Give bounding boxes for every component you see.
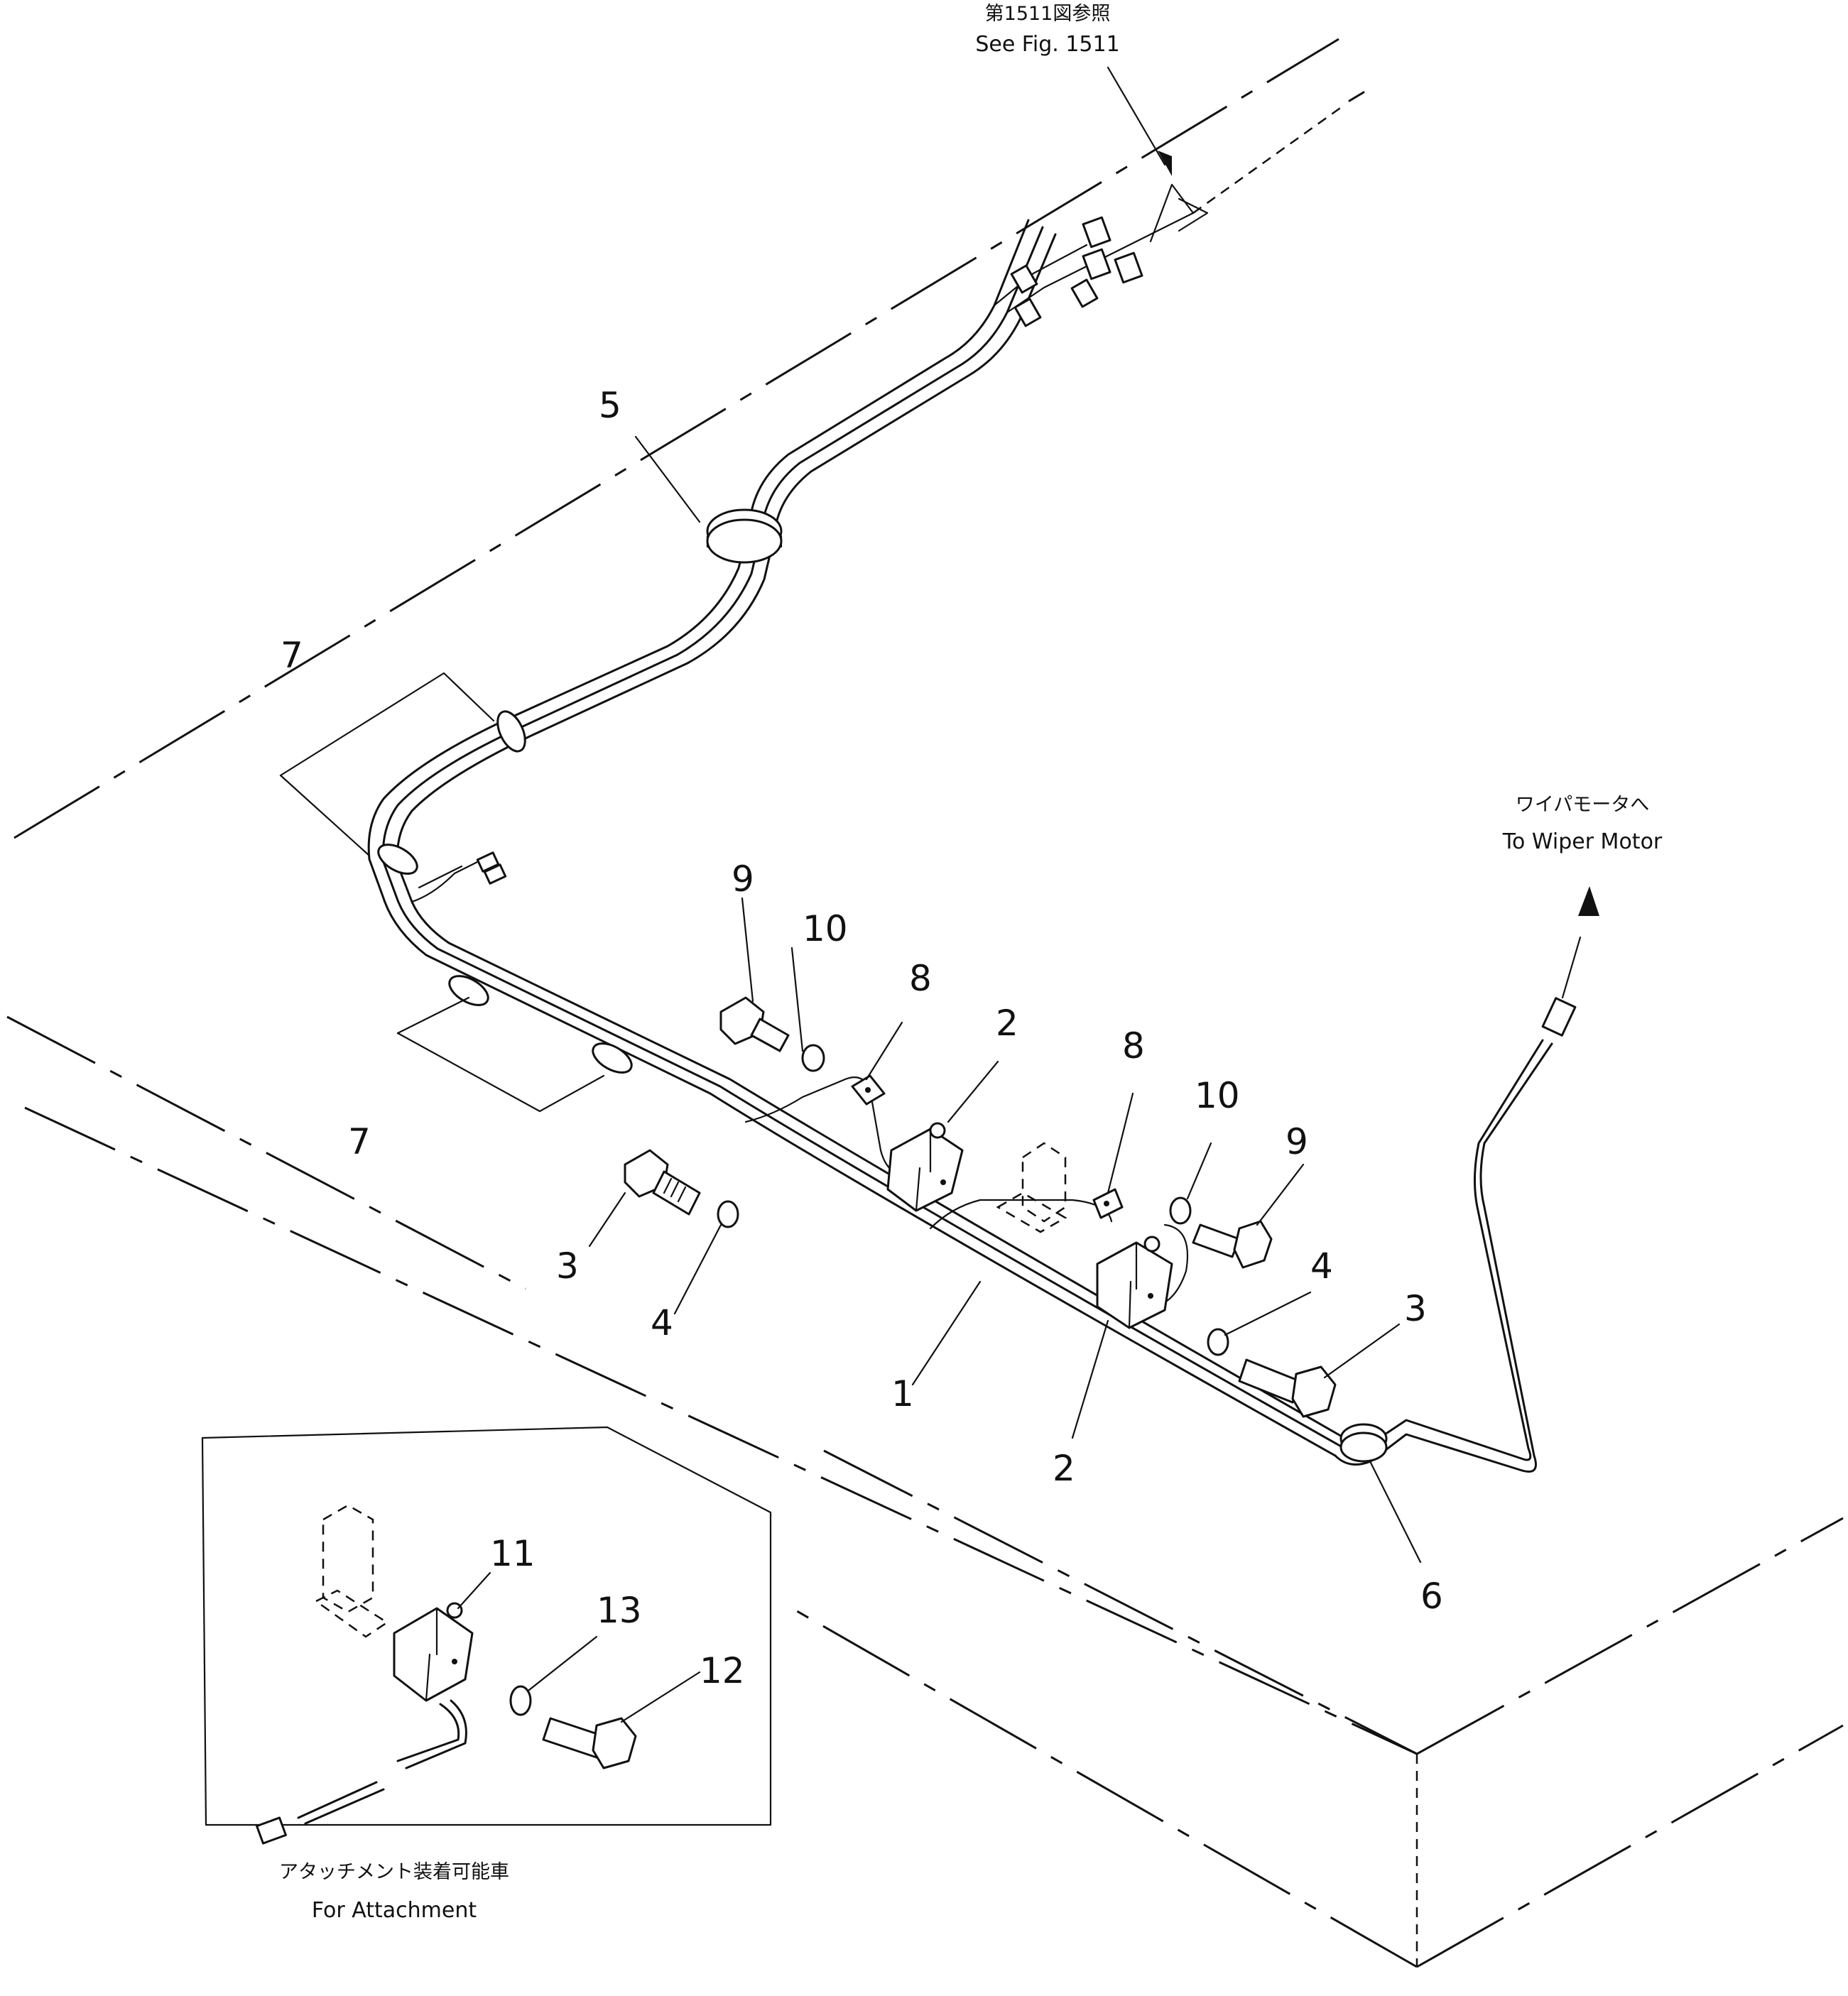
- arrow-to-wiper: [1578, 886, 1599, 916]
- grommet-5: [706, 508, 783, 564]
- callout-10: 10: [803, 908, 848, 949]
- leader-lines: [457, 66, 1582, 1723]
- switch-11: [393, 1602, 474, 1702]
- note-top-en: See Fig. 1511: [975, 32, 1119, 57]
- note-wiper-ja: ワイパモータへ: [1516, 794, 1649, 816]
- note-top-ja: 第1511図参照: [985, 3, 1111, 25]
- washer-13: [509, 1685, 532, 1716]
- clamp-8-left: [851, 1074, 886, 1106]
- callout-3: 3: [556, 1245, 579, 1287]
- washer-4-left: [717, 1200, 739, 1228]
- inset-connector: [256, 1816, 287, 1845]
- bracket-stay: [996, 1142, 1067, 1233]
- inset-wire: [297, 1703, 460, 1819]
- washer-4-right: [1207, 1328, 1229, 1356]
- callout-2: 2: [1053, 1448, 1075, 1489]
- harness-connectors: [476, 216, 1577, 1037]
- callout-6: 6: [1420, 1576, 1443, 1617]
- notes: 第1511図参照 See Fig. 1511 ワイパモータへ To Wiper …: [279, 3, 1663, 1923]
- callout-7: 7: [281, 635, 303, 676]
- note-attach-en: For Attachment: [312, 1898, 477, 1923]
- callout-13: 13: [597, 1590, 642, 1631]
- switch-2-left: [886, 1122, 964, 1212]
- attachment-inset: [201, 1426, 772, 1845]
- washer-10-left: [801, 1044, 825, 1072]
- inset-bracket: [314, 1504, 389, 1638]
- callout-8: 8: [909, 958, 932, 999]
- callout-4: 4: [1310, 1245, 1333, 1287]
- grommet-6: [1339, 1423, 1388, 1463]
- bolt-9-right: [1192, 1220, 1273, 1269]
- callout-4: 4: [651, 1302, 673, 1343]
- callout-8: 8: [1122, 1025, 1145, 1067]
- note-attach-ja: アタッチメント装着可能車: [279, 1861, 509, 1883]
- bolt-12: [542, 1717, 637, 1769]
- frame-outline: [6, 38, 1844, 1968]
- callout-12: 12: [700, 1650, 745, 1691]
- bolt-3-left: [624, 1149, 701, 1216]
- arrow-to-fig: [1158, 151, 1172, 176]
- callout-9: 9: [1286, 1121, 1308, 1162]
- label-7-brackets: [279, 672, 605, 1113]
- switch-2-right: [1096, 1236, 1173, 1329]
- callout-11: 11: [490, 1533, 536, 1574]
- callout-9: 9: [732, 858, 754, 900]
- callout-1: 1: [891, 1373, 914, 1414]
- note-wiper-en: To Wiper Motor: [1502, 829, 1663, 854]
- bolt-3-right: [1238, 1358, 1337, 1418]
- main-harness: [367, 91, 1553, 1473]
- washer-10-right: [1169, 1196, 1192, 1225]
- bolt-9-left: [719, 996, 790, 1052]
- callout-5: 5: [599, 385, 621, 426]
- callout-numbers: 1 2 2 3 3 4 4 5 6 7 7 8 8 9 9 10 10 11 1…: [281, 385, 1443, 1691]
- callout-2: 2: [996, 1003, 1018, 1044]
- callout-10: 10: [1195, 1075, 1240, 1116]
- harness-clamps: [377, 710, 633, 1074]
- callout-3: 3: [1404, 1288, 1427, 1329]
- callout-7: 7: [348, 1121, 371, 1162]
